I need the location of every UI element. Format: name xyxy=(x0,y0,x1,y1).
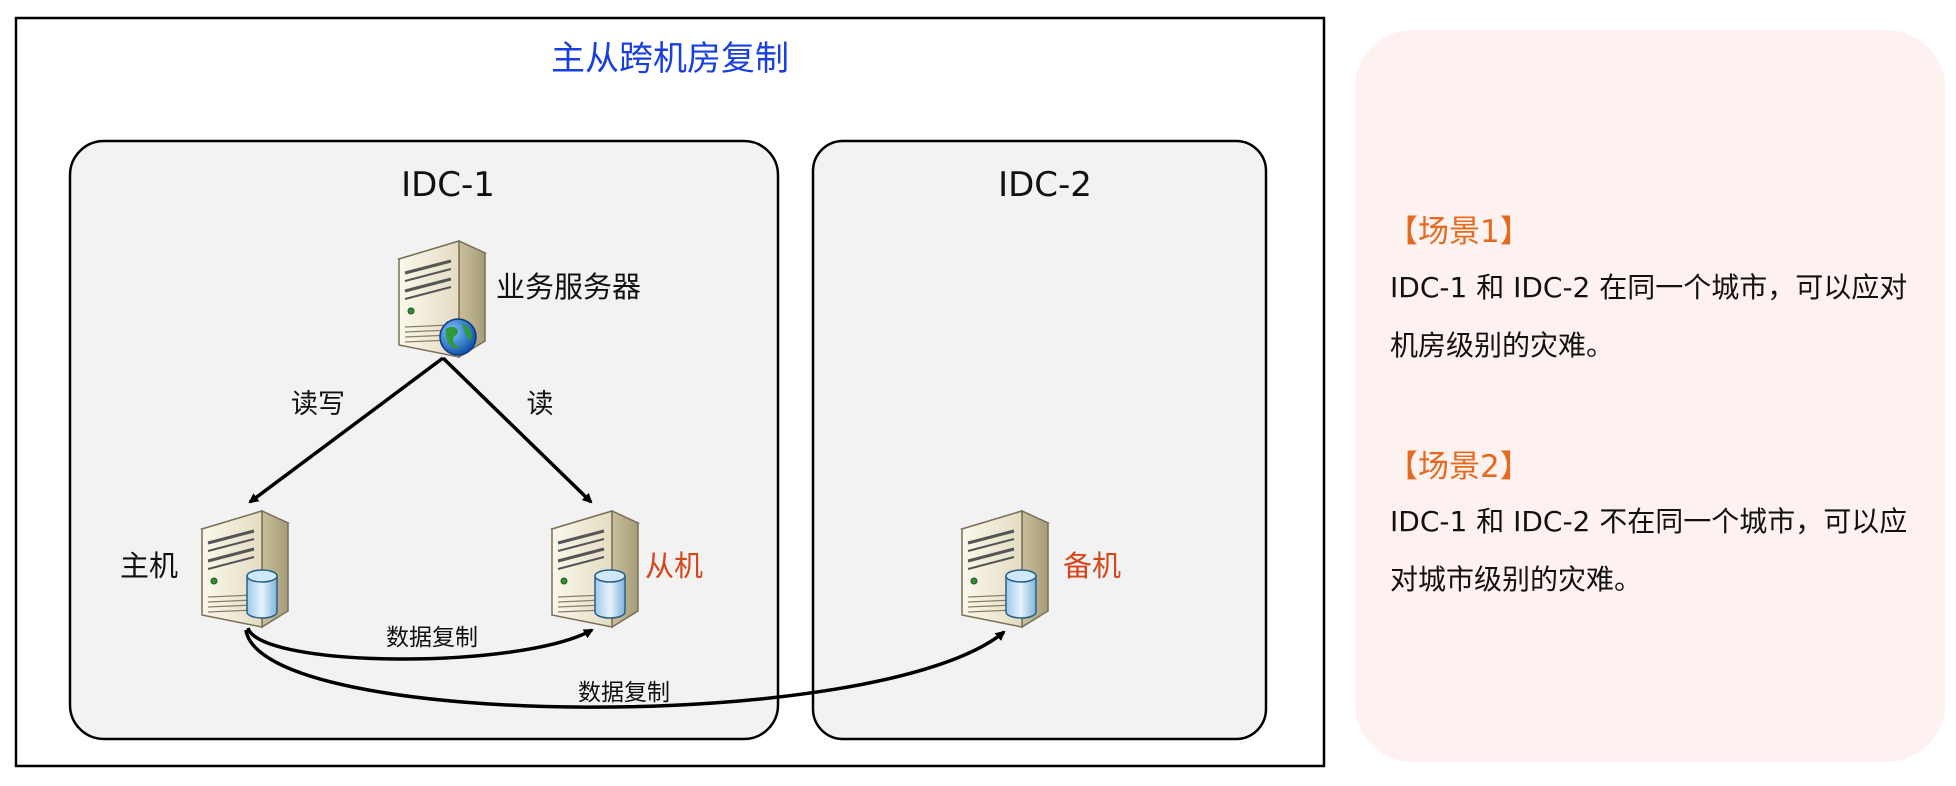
local-replication-edge xyxy=(246,627,594,661)
read-write-label: 读写 xyxy=(291,389,345,420)
scenario-1-title: 【场景1】 xyxy=(1387,214,1531,250)
read-write-edge xyxy=(248,356,445,504)
business-server-label: 业务服务器 xyxy=(496,270,641,304)
idc-1-label: IDC-1 xyxy=(401,165,495,205)
scenario-2-title: 【场景2】 xyxy=(1387,449,1531,485)
scenario-2-text: IDC-1 和 IDC-2 不在同一个城市，可以应对城市级别的灾难。 xyxy=(1390,505,1908,596)
idc-2-container xyxy=(811,139,1268,741)
remote-replication-label: 数据复制 xyxy=(578,680,670,706)
master-database-server-icon xyxy=(200,509,290,629)
master-label: 主机 xyxy=(120,549,178,583)
scenario-panel: 【场景1】 IDC-1 和 IDC-2 在同一个城市，可以应对机房级别的灾难。 … xyxy=(1355,30,1945,762)
web-server-icon xyxy=(397,239,487,359)
standby-database-server-icon xyxy=(960,509,1050,629)
local-replication-label: 数据复制 xyxy=(386,625,478,651)
slave-label: 从机 xyxy=(645,549,703,583)
read-label: 读 xyxy=(527,389,554,420)
slave-database-server-icon xyxy=(550,509,640,629)
remote-replication-edge xyxy=(244,629,1006,709)
standby-label: 备机 xyxy=(1063,549,1121,583)
diagram-title: 主从跨机房复制 xyxy=(551,39,789,79)
read-edge xyxy=(441,356,593,504)
scenario-1-text: IDC-1 和 IDC-2 在同一个城市，可以应对机房级别的灾难。 xyxy=(1390,271,1908,362)
idc-2-label: IDC-2 xyxy=(998,165,1092,205)
